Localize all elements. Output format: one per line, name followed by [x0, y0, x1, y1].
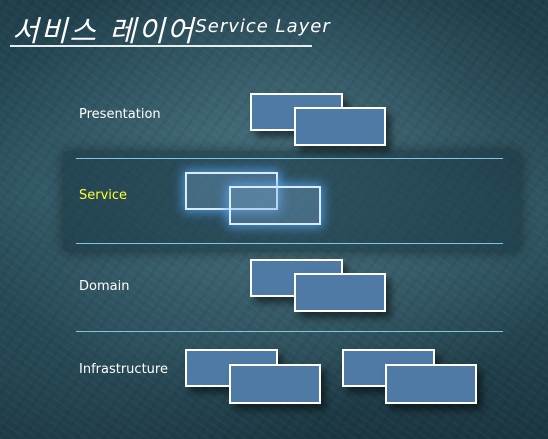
- layer-label-infrastructure: Infrastructure: [79, 362, 168, 377]
- title-underline: [10, 45, 312, 47]
- title-english: Service Layer: [195, 16, 331, 37]
- title-korean: 서비스 레이어: [12, 14, 196, 48]
- service-component-box: [229, 186, 321, 225]
- layer-label-domain: Domain: [79, 279, 130, 294]
- infrastructure-component-box: [229, 364, 321, 404]
- slide-title: 서비스 레이어Service Layer: [12, 8, 331, 50]
- infrastructure-component-box: [385, 364, 477, 404]
- layer-divider: [76, 243, 503, 244]
- layer-divider: [76, 158, 503, 159]
- layer-divider: [76, 331, 503, 332]
- service-layer-highlight-panel: [63, 151, 521, 252]
- layer-label-service: Service: [79, 188, 128, 203]
- layer-label-presentation: Presentation: [79, 107, 161, 122]
- presentation-component-box: [294, 107, 386, 146]
- domain-component-box: [294, 273, 386, 312]
- service-component-box: [185, 172, 278, 210]
